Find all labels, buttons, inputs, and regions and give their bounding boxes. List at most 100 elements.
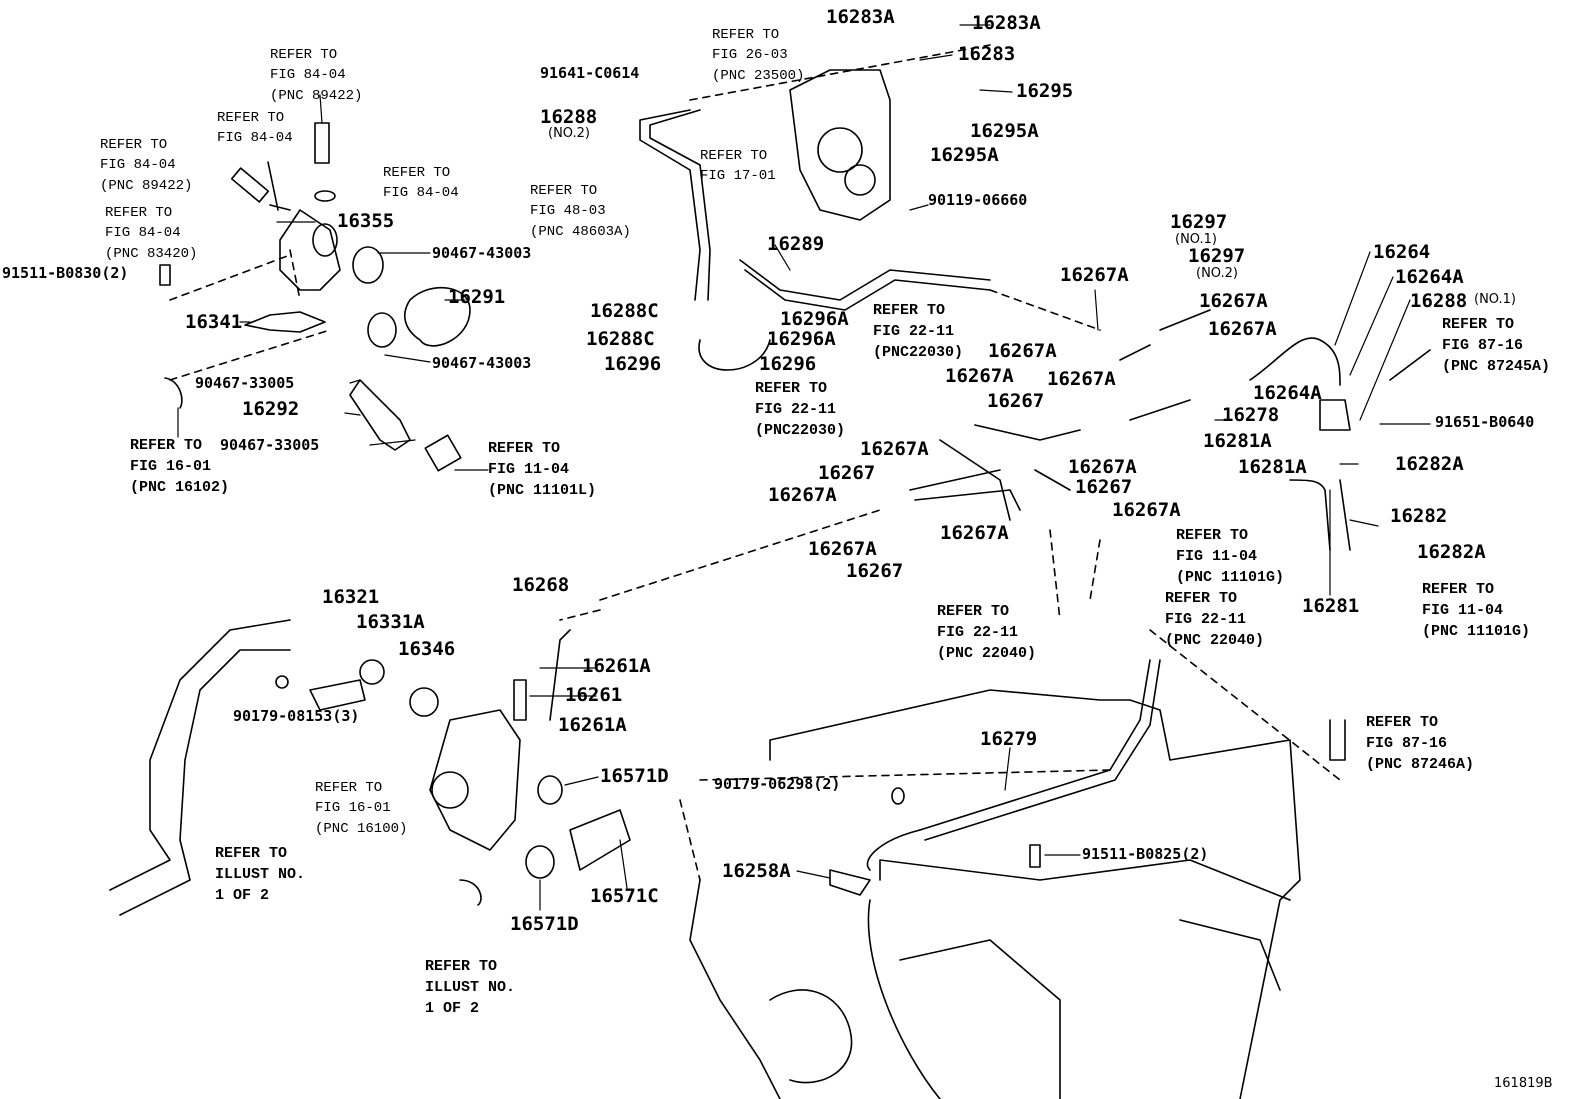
part-number-label: 16571D xyxy=(510,913,579,935)
reference-note: REFER TO FIG 22-11 (PNC 22040) xyxy=(1165,590,1265,649)
part-number-label: 16296A xyxy=(767,328,836,350)
reference-note: REFER TO FIG 11-04 (PNC 11101G) xyxy=(1422,581,1531,640)
part-number-label: 90179-06298(2) xyxy=(714,775,841,793)
part-number-label: (NO.2) xyxy=(1196,266,1238,281)
part-number-label: 16296 xyxy=(604,353,662,375)
part-number-label: 91511-B0830(2) xyxy=(2,264,129,282)
part-number-label: 16297 xyxy=(1188,245,1246,267)
part-number-label: 16258A xyxy=(722,860,791,882)
part-number-label: 16295A xyxy=(970,120,1039,142)
reference-note: REFER TO ILLUST NO. 1 OF 2 xyxy=(215,845,306,904)
reference-note: REFER TO FIG 22-11 (PNC 22040) xyxy=(937,603,1037,662)
part-number-label: 16264A xyxy=(1395,266,1464,288)
part-number-label: 16281A xyxy=(1203,430,1272,452)
part-number-label: 91511-B0825(2) xyxy=(1082,845,1209,863)
part-number-label: 16331A xyxy=(356,611,425,633)
part-number-label: 90467-43003 xyxy=(432,244,532,262)
part-number-label: 16281A xyxy=(1238,456,1307,478)
part-number-label: (NO.2) xyxy=(548,126,590,141)
part-number-label: 16267A xyxy=(1047,368,1116,390)
part-number-label: 16346 xyxy=(398,638,456,660)
part-number-label: 16292 xyxy=(242,398,300,420)
part-number-label: 16288C xyxy=(586,328,655,350)
part-number-label: 16261A xyxy=(582,655,651,677)
part-number-label: 16283 xyxy=(958,43,1016,65)
part-number-label: 90467-33005 xyxy=(220,436,320,454)
reference-note: REFER TO FIG 16-01 (PNC 16100) xyxy=(315,780,408,837)
part-number-label: 16282A xyxy=(1395,453,1464,475)
part-number-label: 16282 xyxy=(1390,505,1448,527)
reference-note: REFER TO FIG 22-11 (PNC22030) xyxy=(755,380,846,439)
part-number-label: 90467-33005 xyxy=(195,374,295,392)
reference-note: REFER TO FIG 11-04 (PNC 11101L) xyxy=(488,440,597,499)
leader-lines xyxy=(177,24,1431,911)
part-number-label: 16261A xyxy=(558,714,627,736)
part-number-label: 16279 xyxy=(980,728,1038,750)
part-number-label: 16267A xyxy=(940,522,1009,544)
water-pump-group xyxy=(109,509,881,916)
reference-note: REFER TO FIG 84-04 xyxy=(383,165,459,202)
part-number-label: 16278 xyxy=(1222,404,1280,426)
part-number-label: 16296 xyxy=(759,353,817,375)
part-number-label: 16267A xyxy=(1199,290,1268,312)
reference-note: REFER TO FIG 16-01 (PNC 16102) xyxy=(130,437,230,496)
hose-group-right xyxy=(909,309,1431,621)
part-number-label: 16267A xyxy=(1060,264,1129,286)
part-number-label: 16297 xyxy=(1170,211,1228,233)
reference-note: REFER TO FIG 22-11 (PNC22030) xyxy=(873,302,964,361)
part-number-label: 90179-08153(3) xyxy=(233,707,360,725)
part-number-label: 16267A xyxy=(1068,456,1137,478)
part-number-label: 16267 xyxy=(818,462,876,484)
part-number-label: 16571C xyxy=(590,885,659,907)
part-number-label: 16295A xyxy=(930,144,999,166)
part-number-label: 16295 xyxy=(1016,80,1074,102)
part-number-label: 16288C xyxy=(590,300,659,322)
reference-note: REFER TO FIG 84-04 (PNC 83420) xyxy=(105,205,198,262)
water-outlet-group xyxy=(159,122,471,472)
part-number-label: 16267A xyxy=(768,484,837,506)
part-number-label: 16264 xyxy=(1373,241,1431,263)
part-number-label: 16288 xyxy=(1410,290,1468,312)
reference-note: REFER TO FIG 87-16 (PNC 87245A) xyxy=(1442,316,1551,375)
part-number-label: 16264A xyxy=(1253,382,1322,404)
part-number-label: 16341 xyxy=(185,311,243,333)
part-number-label: 16261 xyxy=(565,684,623,706)
part-number-label: 16267A xyxy=(1208,318,1277,340)
bypass-pipe-group xyxy=(639,44,1101,371)
part-number-label: 16296A xyxy=(780,308,849,330)
part-number-label: 16283A xyxy=(826,6,895,28)
part-number-label: 16267A xyxy=(988,340,1057,362)
part-number-label: 91641-C0614 xyxy=(540,64,640,82)
part-number-label: 16268 xyxy=(512,574,570,596)
part-number-label: 16288 xyxy=(540,106,598,128)
part-number-label: (NO.1) xyxy=(1175,232,1217,247)
part-number-label: 16267 xyxy=(1075,476,1133,498)
reference-note: REFER TO FIG 84-04 (PNC 89422) xyxy=(100,137,193,194)
part-number-label: (NO.1) xyxy=(1474,292,1516,307)
part-number-label: 16267 xyxy=(846,560,904,582)
part-number-label: 16267A xyxy=(860,438,929,460)
part-number-label: 16281 xyxy=(1302,595,1360,617)
reference-note: REFER TO FIG 26-03 (PNC 23500) xyxy=(712,27,805,84)
part-number-label: 16267A xyxy=(945,365,1014,387)
reference-note: REFER TO ILLUST NO. 1 OF 2 xyxy=(425,958,516,1017)
reference-note: REFER TO FIG 84-04 (PNC 89422) xyxy=(270,47,363,104)
part-number-label: 16283A xyxy=(972,12,1041,34)
part-number-label: 16289 xyxy=(767,233,825,255)
part-number-label: 90119-06660 xyxy=(928,191,1028,209)
part-number-label: 16355 xyxy=(337,210,395,232)
part-number-label: 16267 xyxy=(987,390,1045,412)
part-number-label: 90467-43003 xyxy=(432,354,532,372)
reference-note: REFER TO FIG 84-04 xyxy=(217,110,293,147)
water-pipe-16279 xyxy=(829,659,1346,896)
part-number-label: 91651-B0640 xyxy=(1435,413,1535,431)
reference-note: REFER TO FIG 87-16 (PNC 87246A) xyxy=(1366,714,1475,773)
reference-note: REFER TO FIG 17-01 xyxy=(700,148,776,185)
part-number-label: 16267A xyxy=(1112,499,1181,521)
reference-note: REFER TO FIG 11-04 (PNC 11101G) xyxy=(1176,527,1285,586)
part-number-label: 16571D xyxy=(600,765,669,787)
engine-block-outline xyxy=(679,629,1341,1099)
part-number-label: 16282A xyxy=(1417,541,1486,563)
